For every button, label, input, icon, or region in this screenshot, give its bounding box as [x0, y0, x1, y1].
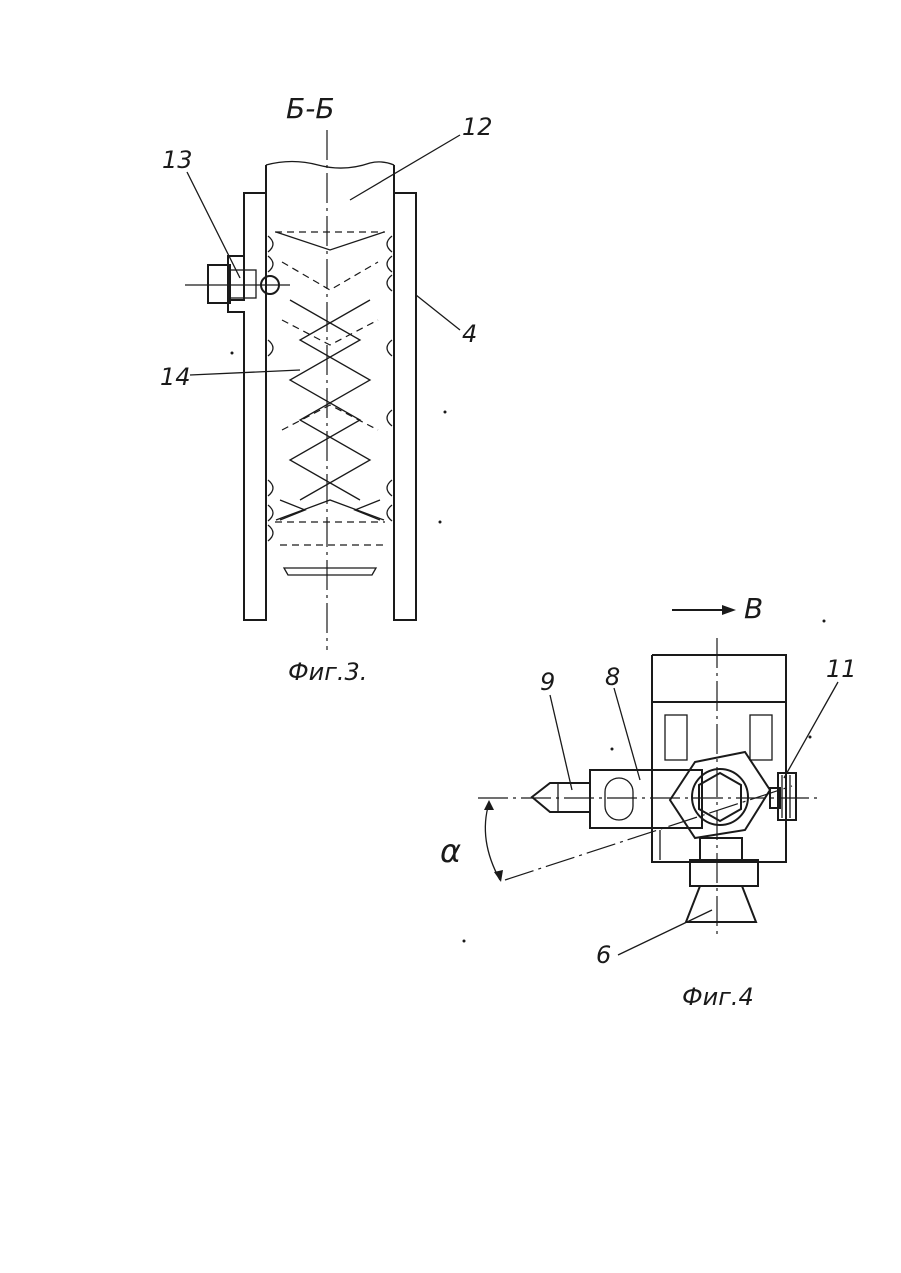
section-label: Б-Б	[286, 92, 335, 125]
figure-3: Б-Б	[160, 92, 493, 686]
callout-12: 12	[462, 113, 493, 141]
angle-alpha: α	[440, 832, 461, 870]
base-6	[686, 838, 758, 922]
bracket	[652, 655, 786, 862]
hub	[670, 752, 770, 838]
axis-inclined-fig4	[505, 786, 792, 880]
callout-6: 6	[596, 941, 611, 969]
callout-14: 14	[160, 363, 191, 391]
figure-4: В	[440, 592, 857, 1011]
leader-4	[416, 295, 460, 330]
figure-3-caption: Фиг.3.	[288, 658, 367, 686]
callout-9: 9	[540, 668, 555, 696]
housing-right-wall	[394, 193, 416, 620]
housing-left-wall	[228, 193, 266, 620]
angle-dimension	[484, 800, 503, 882]
scan-specks	[231, 352, 826, 943]
tube-12	[266, 162, 394, 621]
callout-8: 8	[605, 663, 620, 691]
callout-4: 4	[462, 320, 477, 348]
view-label: В	[744, 592, 763, 625]
leader-13	[187, 172, 240, 278]
leader-8	[614, 688, 640, 780]
callout-13: 13	[162, 146, 193, 174]
view-arrow	[672, 605, 736, 615]
leader-9	[550, 695, 572, 790]
knob-11	[770, 773, 796, 820]
callout-11: 11	[826, 655, 857, 683]
leader-11	[784, 682, 838, 778]
spring-14	[268, 232, 392, 575]
leader-6	[618, 910, 712, 955]
screw-13	[185, 265, 290, 303]
leader-12	[350, 135, 460, 200]
figure-4-caption: Фиг.4	[682, 983, 754, 1011]
